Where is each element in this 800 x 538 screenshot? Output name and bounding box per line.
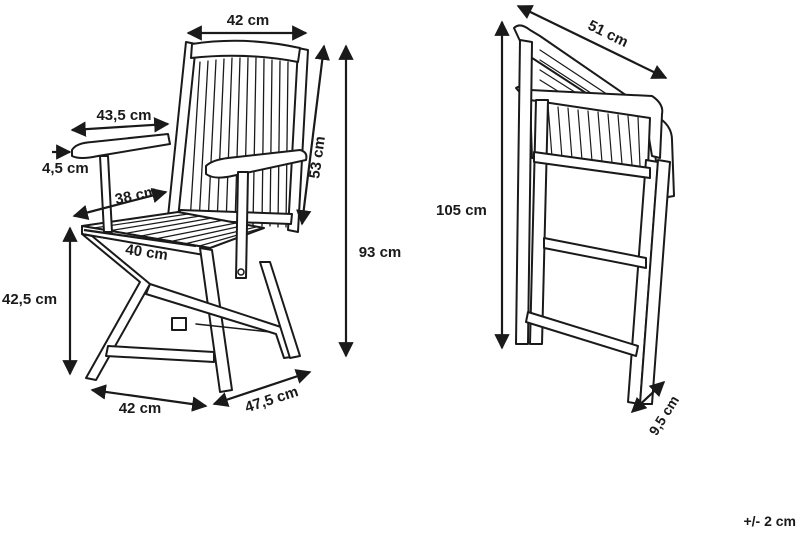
label-base-width: 42 cm — [119, 400, 162, 417]
chair-armrests — [71, 133, 308, 279]
dim-line-back-height — [296, 44, 330, 226]
label-seat-height: 42,5 cm — [2, 291, 57, 308]
label-seat-depth: 38 cm — [113, 183, 158, 208]
label-seat-width: 40 cm — [124, 241, 168, 264]
chair-leg-frame — [81, 233, 301, 393]
label-armrest-thickness: 4,5 cm — [42, 160, 89, 177]
dim-line-base-width — [90, 384, 208, 412]
dim-line-seat-width — [83, 228, 197, 248]
label-back-width: 42 cm — [227, 12, 270, 29]
label-back-height: 53 cm — [306, 135, 329, 179]
dim-line-folded-depth — [630, 380, 666, 414]
dim-line-armrest-length — [70, 117, 170, 137]
label-armrest-length: 43,5 cm — [96, 107, 151, 124]
dim-line-folded-width — [516, 5, 668, 79]
label-folded-height: 105 cm — [436, 202, 487, 219]
label-total-height: 93 cm — [359, 244, 402, 261]
open-chair-drawing — [71, 39, 309, 393]
tolerance-note: +/- 2 cm — [743, 513, 796, 529]
dim-line-seat-depth — [72, 188, 168, 220]
dim-line-base-depth — [212, 369, 312, 407]
label-folded-width: 51 cm — [585, 17, 631, 51]
chair-seat — [81, 211, 265, 257]
folded-chair-drawing — [513, 24, 675, 405]
label-base-depth: 47,5 cm — [243, 383, 301, 416]
back-slats — [189, 57, 289, 228]
